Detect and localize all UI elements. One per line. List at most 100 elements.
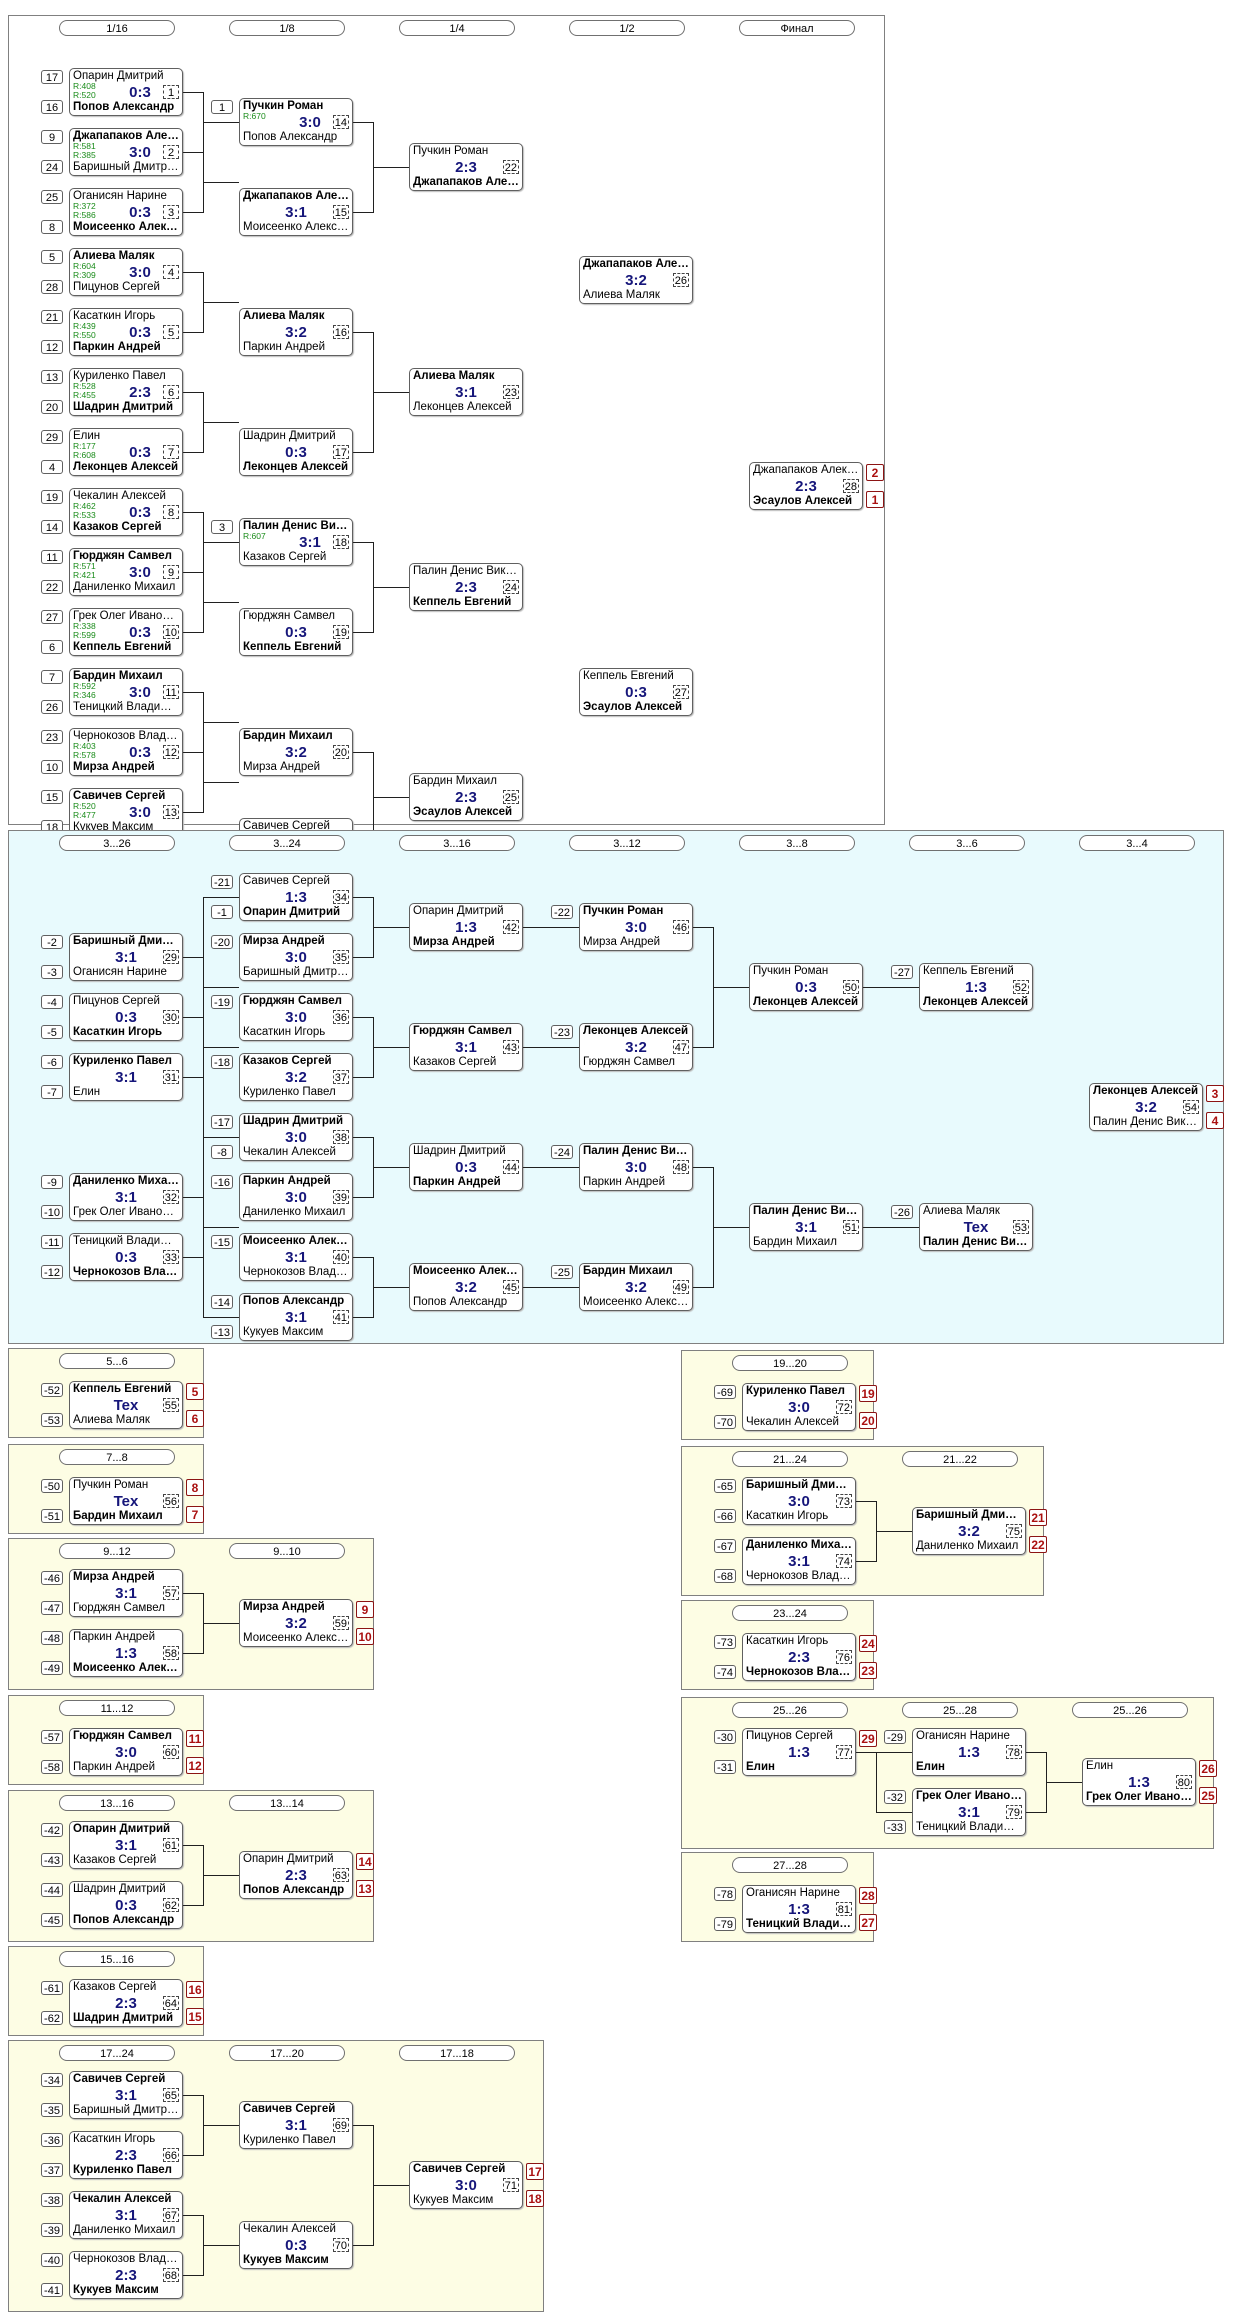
seed-box: -41 (41, 2283, 63, 2297)
bracket-line (183, 752, 203, 753)
player-name: Даниленко Михаил (73, 1175, 179, 1187)
match-number: 16 (332, 325, 349, 339)
seed-box: -61 (41, 1981, 63, 1995)
player-name: Теницкий Владимир (916, 1821, 1022, 1833)
player-name: Палин Денис Викторович (753, 1205, 859, 1217)
match-box[interactable]: Палин Денис ВикторовичКеппель Евгений2:3… (409, 563, 523, 611)
player-name: Савичев Сергей (413, 2163, 506, 2175)
seed-box: -10 (41, 1205, 63, 1219)
player-name: Касаткин Игорь (746, 1635, 829, 1647)
match-number: 33 (162, 1250, 179, 1264)
bracket-line (883, 1227, 919, 1228)
match-score: 3:1 (285, 1249, 307, 1266)
bracket-line (353, 212, 373, 213)
player-name: Моисеенко Алексей (583, 1296, 689, 1308)
seed-box: -46 (41, 1571, 63, 1585)
bracket-line (856, 1752, 876, 1753)
seed-box: 8 (41, 220, 63, 234)
match-score: 2:3 (455, 579, 477, 596)
round-header: 27...28 (732, 1857, 848, 1873)
